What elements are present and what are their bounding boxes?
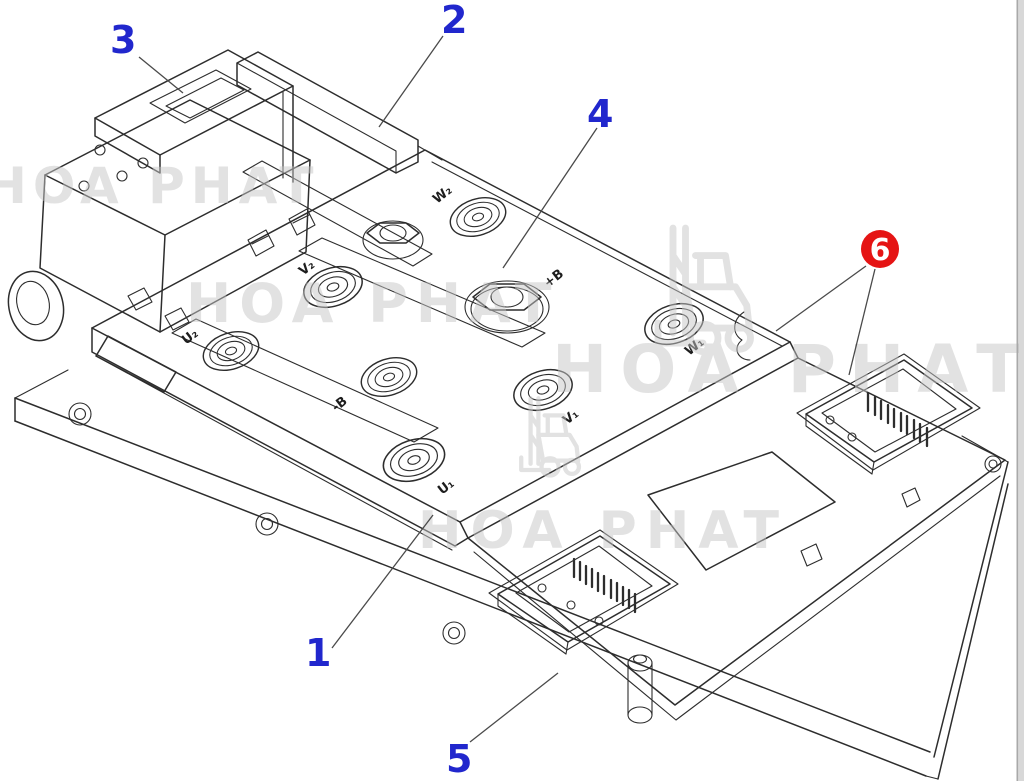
callout-6-number: 6 bbox=[870, 233, 891, 268]
callout-2: 2 bbox=[441, 0, 467, 42]
front-connector bbox=[488, 529, 679, 655]
terminal-stud-u1 bbox=[382, 437, 446, 483]
terminal-stud-v2 bbox=[303, 265, 363, 309]
terminal-stud-minus-b bbox=[360, 356, 418, 398]
controller-top-plate bbox=[91, 149, 799, 551]
spade-terminals bbox=[127, 208, 316, 331]
connector-pins bbox=[866, 391, 929, 448]
terminal-stud-u2 bbox=[202, 330, 260, 372]
callout-6-circle bbox=[861, 230, 899, 268]
nameplate bbox=[647, 451, 836, 571]
controller-front-cover bbox=[467, 357, 1006, 724]
terminal-stud-v1 bbox=[513, 368, 573, 412]
terminal-stud-w2 bbox=[449, 196, 507, 238]
base-plate bbox=[14, 369, 1009, 780]
line-art: W₂ V₂ U₂ +B -B W₁ V₁ U₁ bbox=[7, 49, 1009, 780]
callout-6-leader bbox=[848, 268, 876, 376]
callout-3-leader bbox=[138, 56, 184, 94]
callout-5-leader bbox=[469, 672, 559, 743]
callout-6: 6 bbox=[861, 230, 899, 268]
mounting-hole bbox=[68, 402, 1002, 645]
callout-1: 1 bbox=[305, 631, 331, 675]
watermark-text: HOA PHAT bbox=[0, 157, 320, 215]
hex-bolt bbox=[362, 220, 424, 260]
busbar-cover bbox=[236, 51, 443, 174]
connector-pins bbox=[572, 557, 637, 614]
terminal-bolt-plus-b bbox=[464, 280, 550, 334]
callout-5: 5 bbox=[446, 737, 472, 781]
corner-standoff bbox=[627, 654, 653, 724]
right-connector bbox=[796, 353, 981, 475]
callouts: 1 2 3 4 5 6 bbox=[110, 0, 899, 781]
callout-4-leader bbox=[502, 127, 598, 269]
watermark-text: HOA PHAT bbox=[418, 501, 788, 561]
callout-3: 3 bbox=[110, 18, 136, 62]
page-edge-strip bbox=[1016, 0, 1024, 781]
busbars bbox=[171, 160, 546, 443]
terminal-label-u1: U₁ bbox=[435, 476, 457, 498]
callout-1-leader bbox=[331, 514, 434, 649]
callout-4: 4 bbox=[587, 92, 613, 136]
terminal-label-w2: W₂ bbox=[430, 183, 455, 207]
watermark-text: HOA PHAT bbox=[552, 331, 1024, 408]
watermark-text: HOA PHAT bbox=[186, 272, 559, 335]
terminal-label-minus-b: -B bbox=[329, 394, 350, 415]
callout-2-leader bbox=[378, 35, 444, 128]
callout-6-leader bbox=[775, 265, 867, 332]
watermark: HOA PHAT HOA PHAT HOA PHAT HOA PHAT bbox=[0, 157, 1024, 561]
contactor-assembly bbox=[7, 49, 316, 393]
